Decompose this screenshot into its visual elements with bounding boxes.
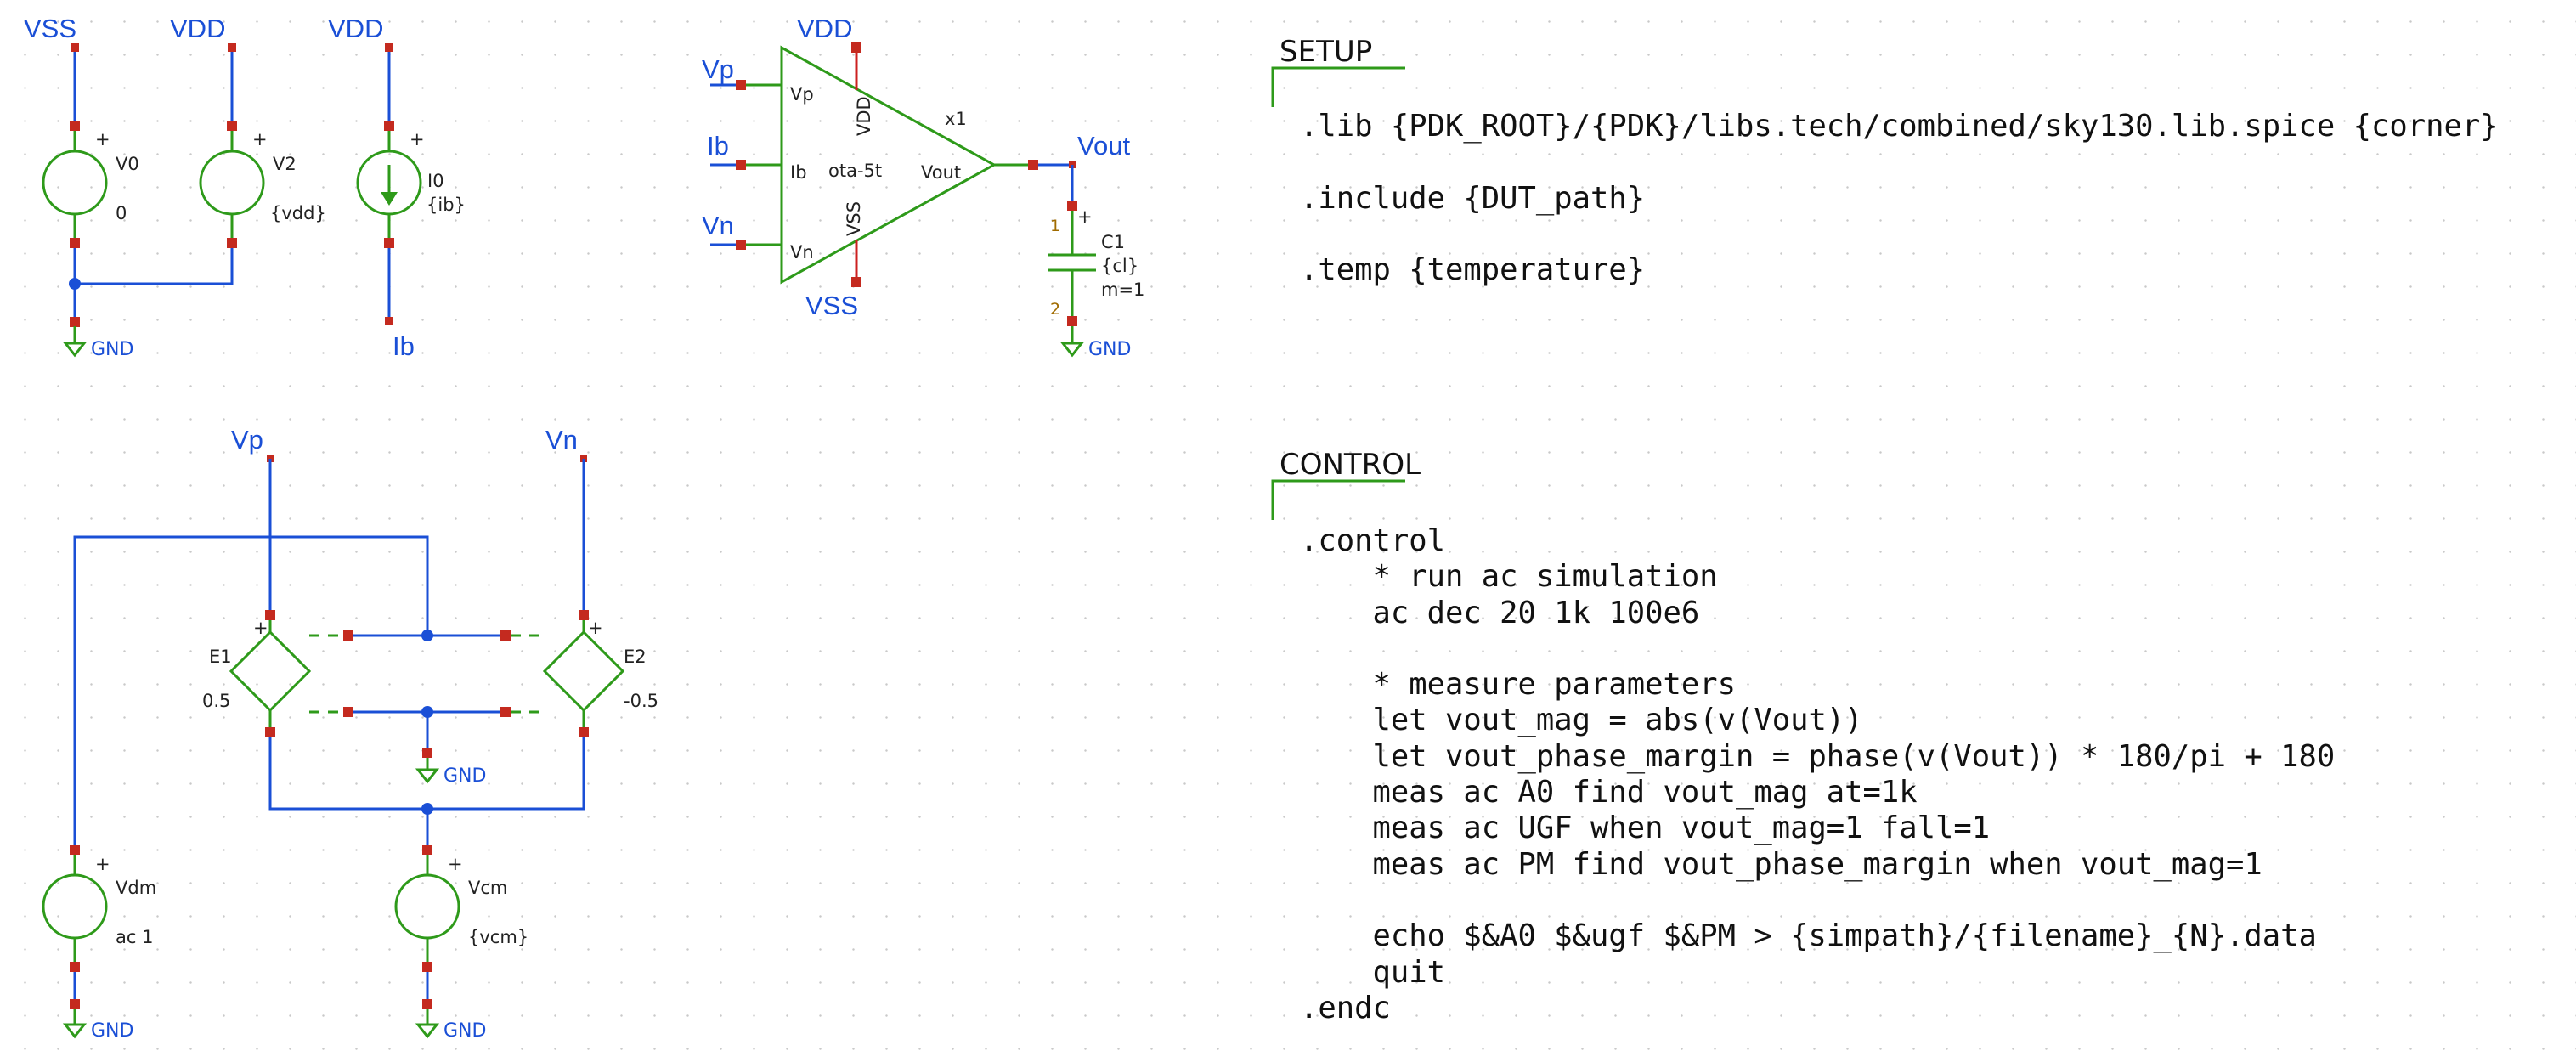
- pin-square: [422, 748, 432, 758]
- source-vcm[interactable]: [394, 845, 460, 1039]
- c1-pin1: 1: [1050, 217, 1060, 235]
- vcm-value: {vcm}: [468, 927, 528, 947]
- net-ib: Ib: [393, 331, 415, 361]
- source-i0[interactable]: [356, 43, 422, 325]
- control-code[interactable]: .control * run ac simulation ac dec 20 1…: [1300, 523, 2336, 1025]
- plus-sign: +: [95, 854, 110, 874]
- setup-block-header: [1271, 66, 1405, 107]
- net-vdd-1: VDD: [170, 14, 225, 43]
- ota-pin-vp: Vp: [790, 84, 814, 105]
- gnd-label: GND: [443, 765, 486, 787]
- setup-code[interactable]: .lib {PDK_ROOT}/{PDK}/libs.tech/combined…: [1300, 109, 2499, 288]
- gnd-label: GND: [91, 339, 133, 360]
- vdm-name: Vdm: [116, 878, 156, 898]
- v0-value: 0: [116, 203, 127, 223]
- setup-title: SETUP: [1280, 35, 1372, 69]
- i0-name: I0: [427, 171, 444, 191]
- plus-sign: +: [252, 129, 268, 150]
- net-vss-ota: VSS: [805, 291, 858, 320]
- plus-sign: +: [448, 854, 463, 874]
- v0-name: V0: [116, 154, 139, 174]
- wire-vdm-loop: [73, 535, 429, 845]
- control-block-header: [1271, 479, 1405, 520]
- gnd-label: GND: [91, 1020, 133, 1042]
- source-e1[interactable]: [229, 610, 353, 737]
- net-vdd-ota: VDD: [797, 14, 852, 43]
- net-vn-bottom: Vn: [545, 425, 578, 455]
- capacitor-c1[interactable]: [1048, 165, 1096, 358]
- vdm-value: ac 1: [116, 927, 153, 947]
- source-v0[interactable]: [42, 43, 108, 327]
- source-v2[interactable]: [199, 43, 265, 284]
- net-vdd-2: VDD: [328, 14, 383, 43]
- junction-dot: [421, 630, 433, 641]
- gnd-label: GND: [443, 1020, 486, 1042]
- net-vp: Vp: [702, 54, 734, 84]
- plus-sign: +: [1077, 206, 1093, 227]
- ota-symbol[interactable]: [736, 42, 1038, 287]
- plus-sign: +: [253, 618, 268, 638]
- c1-multiplier: m=1: [1101, 280, 1144, 300]
- net-vout: Vout: [1077, 131, 1130, 161]
- ota-pin-ib: Ib: [790, 162, 807, 183]
- c1-pin2: 2: [1050, 300, 1060, 319]
- v2-name: V2: [273, 154, 297, 174]
- ota-pin-vss: VSS: [844, 201, 864, 236]
- e2-value: -0.5: [624, 691, 658, 711]
- gnd-symbol: [62, 326, 88, 358]
- e2-name: E2: [624, 647, 647, 667]
- gnd-symbol: [415, 758, 440, 784]
- c1-value: {cl}: [1101, 256, 1138, 276]
- net-vss: VSS: [24, 14, 76, 43]
- e1-name: E1: [209, 647, 232, 667]
- net-vn: Vn: [702, 211, 734, 240]
- ota-pin-vout: Vout: [921, 162, 961, 183]
- plus-sign: +: [95, 129, 110, 150]
- source-e2[interactable]: [500, 610, 625, 737]
- ota-pin-vdd: VDD: [854, 96, 874, 136]
- plus-sign: +: [588, 618, 603, 638]
- c1-name: C1: [1101, 232, 1125, 252]
- net-vp-bottom: Vp: [231, 425, 263, 455]
- v2-value: {vdd}: [270, 203, 326, 223]
- source-vdm[interactable]: [42, 845, 108, 1039]
- ota-instance: x1: [945, 109, 967, 129]
- junction-dot: [69, 278, 81, 290]
- gnd-label: GND: [1088, 339, 1131, 360]
- e1-value: 0.5: [202, 691, 230, 711]
- plus-sign: +: [410, 129, 425, 150]
- control-title: CONTROL: [1280, 448, 1421, 482]
- ota-pin-vn: Vn: [790, 242, 814, 263]
- net-ib-ota: Ib: [707, 131, 729, 161]
- i0-value: {ib}: [427, 195, 466, 215]
- ota-model: ota-5t: [828, 161, 882, 181]
- vcm-name: Vcm: [468, 878, 507, 898]
- wire-v0-v2: [75, 248, 234, 285]
